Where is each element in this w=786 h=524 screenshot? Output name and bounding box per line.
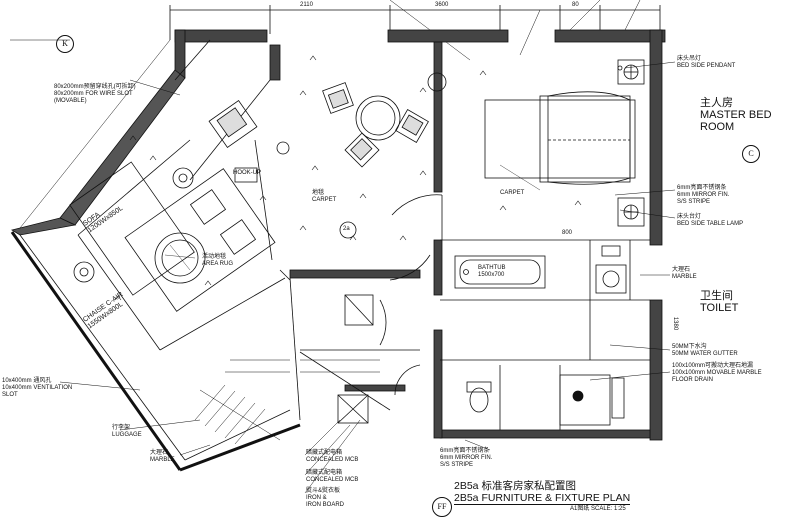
entry-door-swing [391, 194, 443, 216]
coffee-table [154, 232, 206, 284]
dim-3600: 3600 [435, 2, 449, 8]
grid-tag-k: K [56, 35, 74, 53]
plan-scale: A1图纸 SCALE: 1:25 [570, 506, 626, 512]
plan-title: 2B5a 标准客房家私配置图 2B5a FURNITURE & FIXTURE … [454, 480, 631, 505]
dining-table [355, 95, 401, 141]
side-lamp-2 [73, 261, 95, 283]
note-wire-slot: 80x200mm预留穿线孔(可拆卸)80x200mm FOR WIRE SLOT… [54, 84, 136, 104]
label-hookup: HOOK-UP [233, 170, 262, 176]
toilet-fixture [466, 381, 492, 413]
label-tag-2a: 2a [343, 226, 350, 232]
dim-800: 800 [562, 230, 573, 236]
dim-2110: 2110 [300, 2, 313, 8]
master-bed [484, 99, 636, 179]
exterior-walls [174, 29, 666, 441]
bathtub [454, 255, 546, 289]
grid-tag-c: C [742, 145, 760, 163]
bedside-table-lamp [617, 197, 645, 227]
side-lamp-1 [172, 167, 194, 189]
sofa-outline [69, 161, 195, 296]
luggage-rack [194, 384, 281, 445]
room-label-toilet: 卫生间 TOILET [700, 290, 739, 314]
sheet-tag: FF [432, 497, 452, 517]
room-label-master: 主人房 MASTER BED ROOM [700, 97, 772, 133]
bedside-pendant [617, 59, 645, 85]
dim-1380: 1380 [672, 316, 679, 331]
dim-80: 80 [572, 2, 579, 8]
leader-lines [59, 61, 676, 494]
label-carpet-2: CARPET [500, 190, 525, 196]
